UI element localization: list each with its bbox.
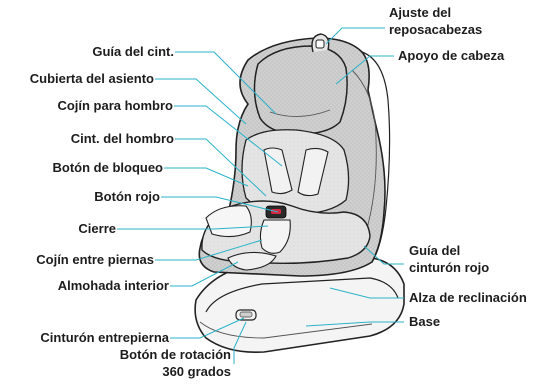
label-belt-guide: Guía del cint.	[92, 44, 174, 60]
label-rotation-button-line2: 360 grados	[120, 363, 231, 380]
label-crotch-pad: Cojín entre piernas	[36, 252, 154, 268]
label-buckle: Cierre	[78, 221, 116, 237]
label-headrest-adjust: Ajuste del reposacabezas	[389, 4, 482, 38]
label-red-button: Botón rojo	[94, 189, 160, 205]
label-crotch-belt: Cinturón entrepierna	[40, 330, 169, 346]
label-red-belt-guide: Guía del cinturón rojo	[409, 242, 489, 276]
label-lock-button: Botón de bloqueo	[53, 160, 163, 176]
label-recline-lift: Alza de reclinación	[409, 290, 527, 306]
label-headrest-adjust-line2: reposacabezas	[389, 21, 482, 38]
label-head-support: Apoyo de cabeza	[398, 48, 504, 64]
label-shoulder-pad: Cojín para hombro	[57, 98, 173, 114]
label-rotation-button-line1: Botón de rotación	[120, 346, 231, 363]
label-shoulder-belt: Cint. del hombro	[71, 131, 174, 147]
label-red-belt-guide-line1: Guía del	[409, 242, 489, 259]
label-rotation-button: Botón de rotación 360 grados	[120, 346, 231, 380]
label-red-belt-guide-line2: cinturón rojo	[409, 259, 489, 276]
label-headrest-adjust-line1: Ajuste del	[389, 4, 482, 21]
label-base: Base	[409, 314, 440, 330]
label-seat-cover: Cubierta del asiento	[30, 71, 154, 87]
label-inner-cushion: Almohada interior	[58, 278, 169, 294]
